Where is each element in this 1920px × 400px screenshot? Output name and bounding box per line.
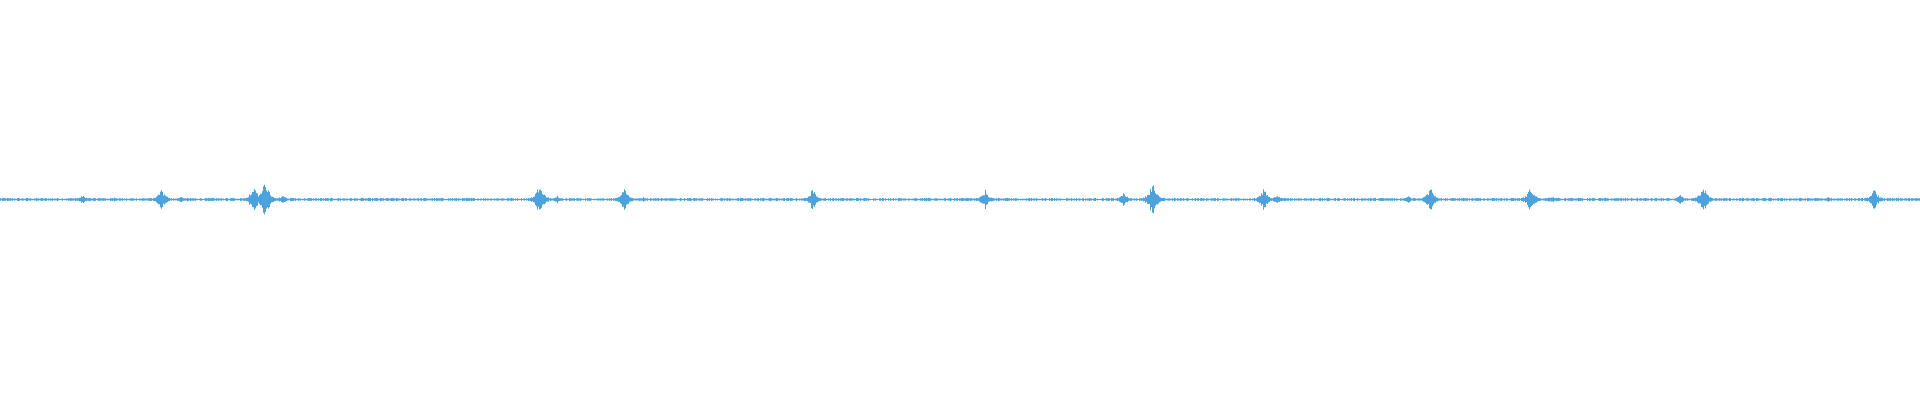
waveform-signal	[0, 184, 1920, 215]
